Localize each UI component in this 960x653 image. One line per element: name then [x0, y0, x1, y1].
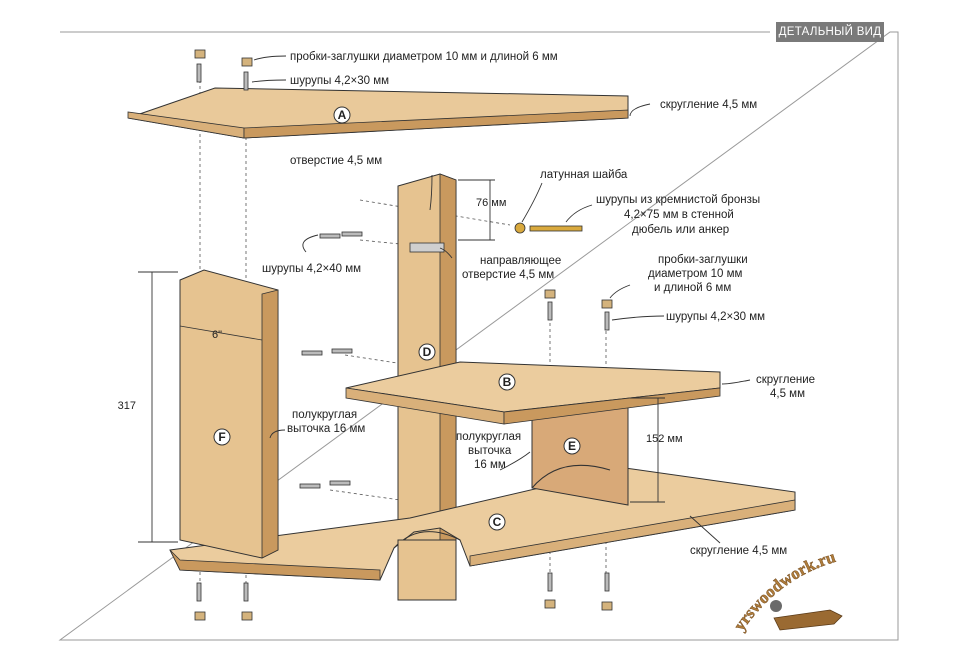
- part-b-label: B: [503, 375, 512, 389]
- shelf-b: B: [345, 361, 721, 425]
- label-bronze-1: шурупы из кремнистой бронзы: [596, 194, 760, 206]
- dimension-lines: [138, 179, 665, 543]
- dim-f-width: 6": [212, 329, 222, 341]
- frame-border: [58, 31, 899, 641]
- hardware: [194, 49, 613, 621]
- label-bronze-2: 4,2×75 мм в стенной: [624, 209, 734, 221]
- label-notch-f2: выточка 16 мм: [287, 423, 365, 435]
- dim-d-height: 76 мм: [476, 197, 506, 209]
- label-screws-r: шурупы 4,2×30 мм: [666, 311, 765, 323]
- shelf-a: A: [127, 87, 629, 139]
- label-bronze-3: дюбель или анкер: [632, 224, 729, 236]
- label-round-a: скругление 4,5 мм: [660, 99, 757, 111]
- part-c-label: C: [493, 515, 502, 529]
- label-pilot-2: отверстие 4,5 мм: [462, 269, 554, 281]
- label-notch-f1: полукруглая: [292, 409, 357, 421]
- label-hole: отверстие 4,5 мм: [290, 155, 382, 167]
- label-notch-e2: выточка: [468, 445, 512, 457]
- label-plugs-r3: и длиной 6 мм: [654, 282, 731, 294]
- part-e-label: E: [568, 439, 576, 453]
- label-round-b1: скругление: [756, 374, 815, 386]
- label-round-b2: 4,5 мм: [770, 388, 805, 400]
- label-round-c: скругление 4,5 мм: [690, 545, 787, 557]
- part-d-label: D: [423, 345, 432, 359]
- upright-d-lower: [397, 539, 457, 601]
- side-f: F: [179, 269, 279, 559]
- shelf-c: C: [169, 467, 796, 581]
- label-plugs-r1: пробки-заглушки: [658, 254, 748, 266]
- label-screws-top: шурупы 4,2×30 мм: [290, 75, 389, 87]
- label-notch-e3: 16 мм: [474, 459, 506, 471]
- part-a-label: A: [338, 108, 347, 122]
- watermark-logo: yrswoodwork.ru: [730, 547, 843, 634]
- label-plugs-top: пробки-заглушки диаметром 10 мм и длиной…: [290, 51, 558, 63]
- label-screws-mid: шурупы 4,2×40 мм: [262, 263, 361, 275]
- dim-e-height: 152 мм: [646, 433, 683, 445]
- dim-f-height: 317: [118, 400, 136, 412]
- detail-view-badge: ДЕТАЛЬНЫЙ ВИД: [776, 22, 884, 42]
- label-notch-e1: полукруглая: [456, 431, 521, 443]
- part-f-label: F: [218, 430, 225, 444]
- label-pilot-1: направляющее: [480, 255, 561, 267]
- leader-lines: [251, 55, 751, 544]
- label-plugs-r2: диаметром 10 мм: [648, 268, 743, 280]
- label-washer: латунная шайба: [540, 169, 628, 181]
